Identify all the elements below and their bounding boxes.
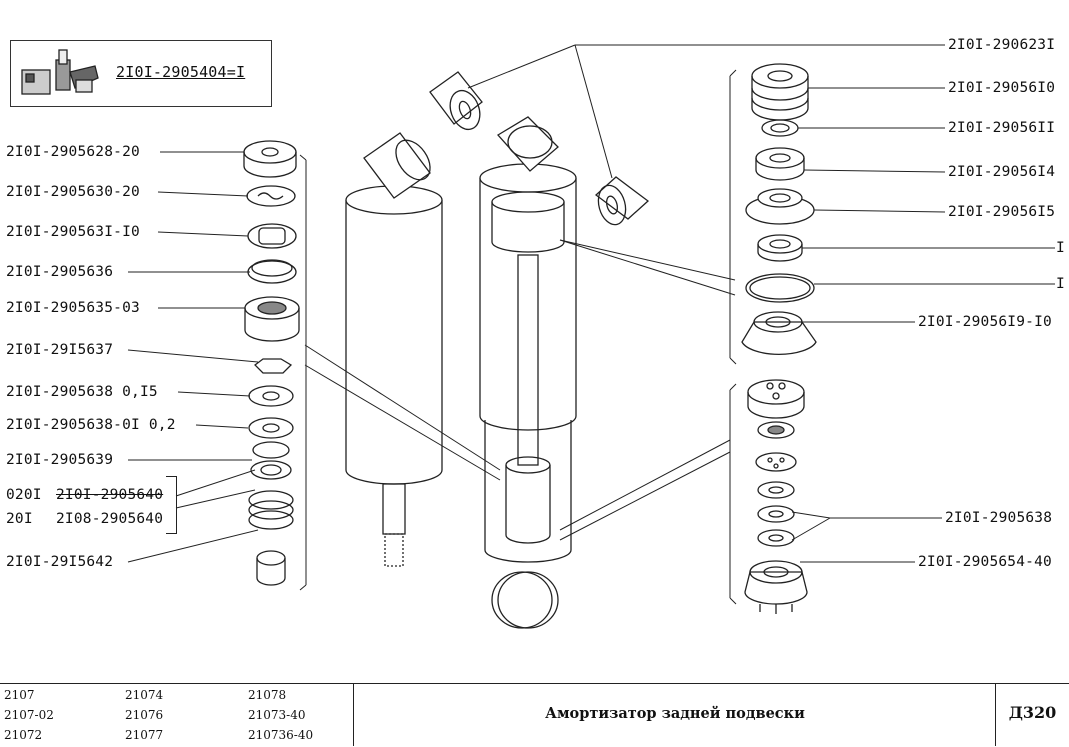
part-label: 2I0I-2905654-40 — [918, 554, 1052, 570]
shock-absorber-left — [345, 132, 443, 567]
part-label: 2I0I-2905638 — [945, 510, 1053, 526]
part-label: I — [1056, 240, 1065, 256]
part-label: 2I0I-290623I — [948, 37, 1056, 53]
model-code: 21073-40 — [248, 708, 306, 722]
part-label: 2I0I-2905636 — [6, 264, 114, 280]
model-code: 21074 — [125, 688, 164, 702]
part-label: 2I0I-2905638 0,I5 — [6, 384, 158, 400]
footer-divider — [995, 683, 996, 746]
part-label-struck: 2I0I-2905640 — [56, 487, 164, 503]
part-label: 2I0I-29I5637 — [6, 342, 114, 358]
model-code: 21072 — [4, 728, 43, 742]
right-parts-lower — [744, 379, 808, 614]
kit-box-icon — [21, 49, 99, 95]
part-label: I — [1056, 276, 1065, 292]
model-code: 21078 — [248, 688, 287, 702]
part-label-qty: 20I — [6, 511, 33, 527]
right-parts-upper — [741, 63, 817, 356]
part-label: 2I0I-2905635-03 — [6, 300, 140, 316]
title-block — [0, 683, 1069, 747]
part-label: 2I0I-290563I-I0 — [6, 224, 140, 240]
part-label: 2I0I-29056I0 — [948, 80, 1056, 96]
part-label: 2I08-2905640 — [56, 511, 164, 527]
part-label: 2I0I-2905628-20 — [6, 144, 140, 160]
part-label: 2I0I-29056I4 — [948, 164, 1056, 180]
part-label: 2I0I-29I5642 — [6, 554, 114, 570]
model-code: 2107-02 — [4, 708, 54, 722]
part-label: 2I0I-29056I9-I0 — [918, 314, 1052, 330]
part-label: 2I0I-29056II — [948, 120, 1056, 136]
shock-absorber-right — [479, 116, 577, 629]
shock-absorber-drawing — [21, 44, 1055, 629]
diagram-code: Д320 — [1008, 703, 1057, 722]
left-parts-stack — [243, 140, 300, 586]
part-label: 2I0I-2905639 — [6, 452, 114, 468]
part-label: 2I0I-2905638-0I 0,2 — [6, 417, 176, 433]
repair-kit-box — [10, 40, 272, 107]
label-bracket — [166, 476, 177, 534]
footer-divider — [353, 683, 354, 746]
part-label-qty: 020I — [6, 487, 42, 503]
part-label: 2I0I-2905630-20 — [6, 184, 140, 200]
model-code: 21077 — [125, 728, 164, 742]
repair-kit-code: 2I0I-2905404=I — [116, 63, 246, 81]
top-bushings — [429, 71, 650, 226]
model-code: 21076 — [125, 708, 164, 722]
part-label: 2I0I-29056I5 — [948, 204, 1056, 220]
diagram-title: Амортизатор задней подвески — [545, 705, 805, 722]
model-code: 2107 — [4, 688, 35, 702]
model-code: 210736-40 — [248, 728, 314, 742]
